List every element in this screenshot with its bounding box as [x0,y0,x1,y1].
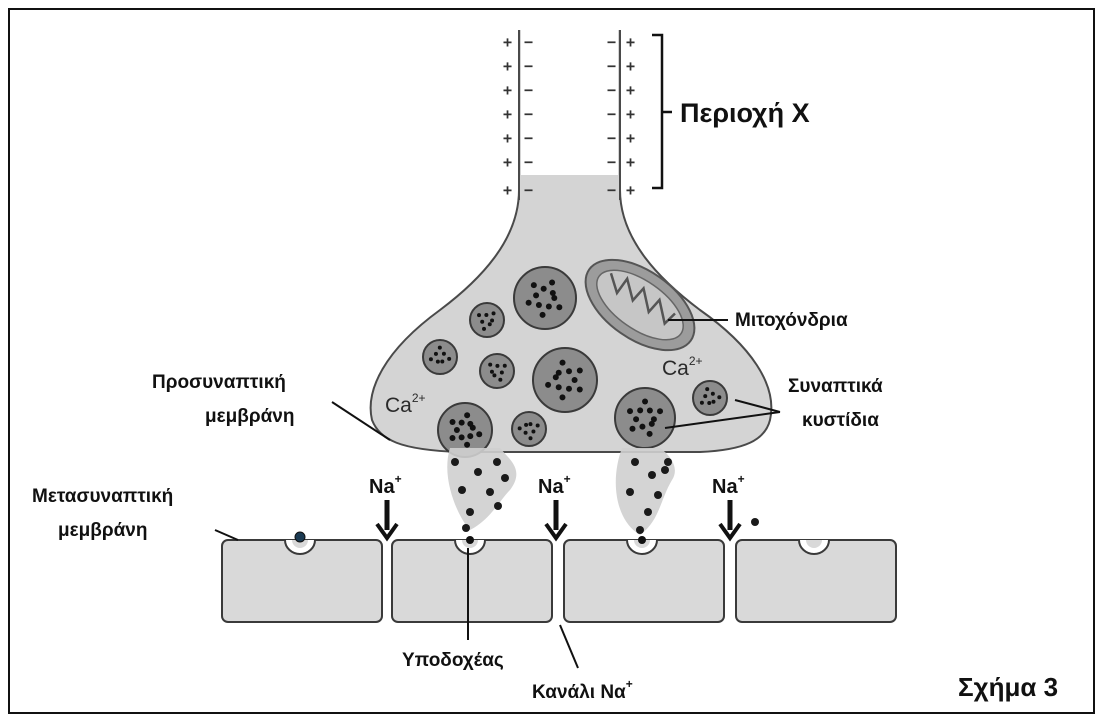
neurotransmitter-dot [654,491,662,499]
svg-text:+: + [626,129,635,147]
postsynaptic-cell [392,540,552,622]
presynaptic-label-line1: Προσυναπτική [152,372,286,393]
neurotransmitter-dot [636,526,644,534]
svg-text:+: + [503,129,512,147]
neurotransmitter-dot [493,458,501,466]
neurotransmitter-dot [631,458,639,466]
synaptic-vesicle [615,388,675,448]
svg-text:−: − [524,181,533,199]
region-x-label: Περιοχή Χ [680,98,810,128]
svg-text:+: + [626,33,635,51]
svg-text:−: − [524,57,533,75]
mitochondria-label: Μιτοχόνδρια [735,310,848,331]
neurotransmitter-dot [458,486,466,494]
neurotransmitter-dot [462,524,470,532]
neurotransmitter-dot [474,468,482,476]
svg-text:Na+: Na+ [538,472,571,498]
svg-text:+: + [503,33,512,51]
svg-text:Na+: Na+ [712,472,745,498]
svg-text:+: + [503,57,512,75]
postsynaptic-label-line1: Μετασυναπτική [32,486,173,507]
svg-text:Na+: Na+ [369,472,402,498]
svg-text:−: − [607,181,616,199]
receptor-label: Υποδοχέας [402,650,504,671]
synaptic-vesicle [423,340,457,374]
sodium-ion-arrow: Na+ [712,472,745,538]
synaptic-vesicle [470,303,504,337]
sodium-ion-arrow: Na+ [369,472,402,538]
svg-text:−: − [607,57,616,75]
postsynaptic-cell [736,540,896,622]
svg-text:−: − [524,81,533,99]
figure-label: Σχήμα 3 [958,672,1058,702]
svg-text:+: + [503,81,512,99]
svg-text:+: + [626,105,635,123]
svg-text:−: − [524,129,533,147]
postsynaptic-cell [222,540,382,622]
neurotransmitter-dot [648,471,656,479]
neurotransmitter-dot [751,518,759,526]
presynaptic-label-line2: μεμβράνη [205,406,294,427]
synaptic-vesicle [512,412,546,446]
synaptic-vesicle [480,354,514,388]
neurotransmitter-dot [664,458,672,466]
neurotransmitter-dot [451,458,459,466]
svg-text:+: + [503,105,512,123]
svg-text:−: − [607,81,616,99]
region-x-bracket [652,35,672,188]
neurotransmitter-dot [466,508,474,516]
svg-text:+: + [503,181,512,199]
svg-text:+: + [626,181,635,199]
svg-text:−: − [524,153,533,171]
synaptic-vesicle [533,348,597,412]
neurotransmitter-dot [626,488,634,496]
neurotransmitter-dot [501,474,509,482]
neurotransmitter-dot [644,508,652,516]
vesicles-label-line2: κυστίδια [802,410,879,431]
neurotransmitter-dot [494,502,502,510]
svg-text:−: − [607,129,616,147]
vesicles-label-line1: Συναπτικά [788,376,883,397]
svg-text:−: − [524,105,533,123]
postsynaptic-cell [564,540,724,622]
channel-pointer [560,625,578,668]
channel-label: Κανάλι Να+ [532,677,633,703]
svg-text:−: − [607,153,616,171]
postsynaptic-label-line2: μεμβράνη [58,520,147,541]
svg-text:+: + [626,153,635,171]
neurotransmitter-dot [486,488,494,496]
axon-upper-region [521,30,618,175]
svg-text:−: − [607,33,616,51]
svg-text:+: + [503,153,512,171]
postsynaptic-cells [222,532,896,622]
neurotransmitter-dot [661,466,669,474]
svg-text:+: + [626,57,635,75]
sodium-ion-arrow: Na+ [538,472,571,538]
svg-text:+: + [626,81,635,99]
synaptic-vesicle [514,267,576,329]
svg-text:−: − [524,33,533,51]
svg-text:−: − [607,105,616,123]
sodium-ions: Na+ Na+ Na+ [369,472,745,538]
synaptic-vesicle [693,381,727,415]
postsynaptic-pointer [215,530,238,540]
